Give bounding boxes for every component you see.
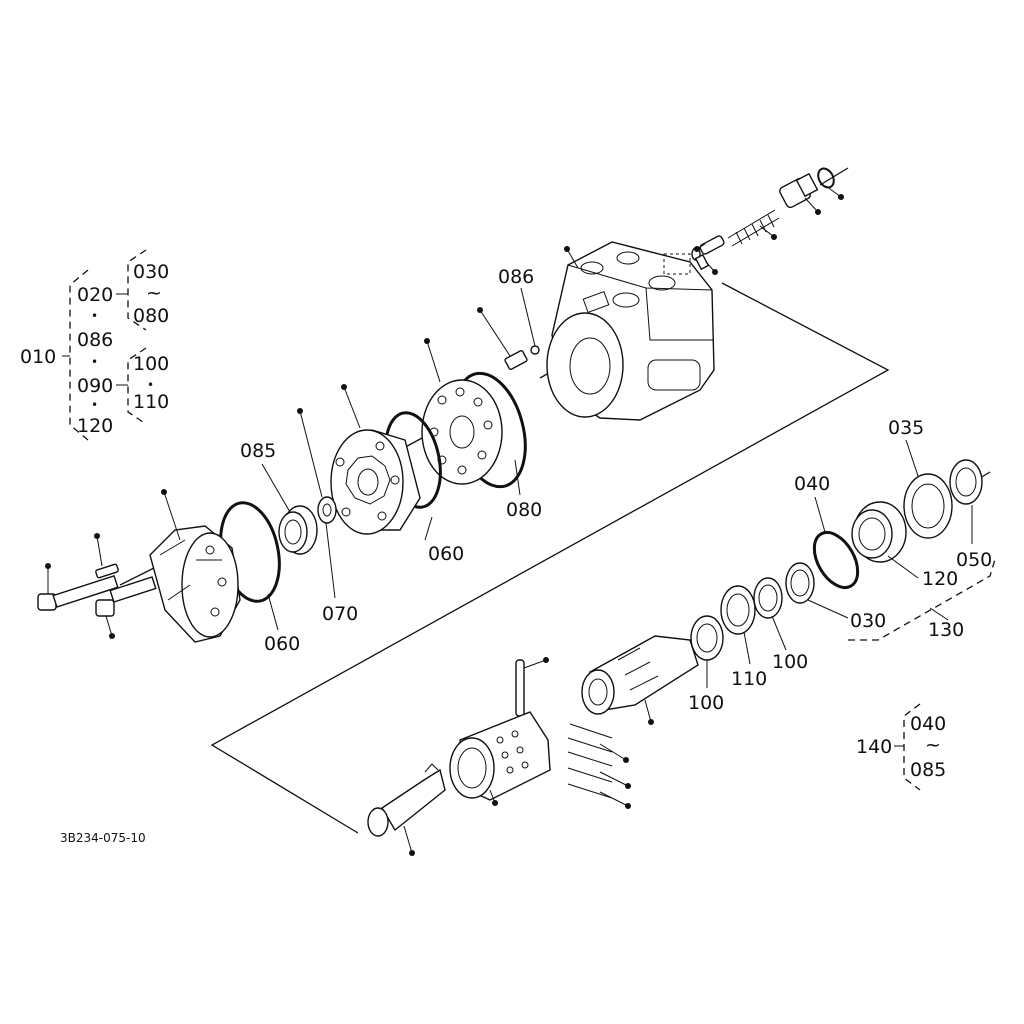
callout-labels: 086 085 070 060 060 080 035 040 050 120 … <box>60 266 992 845</box>
end-cap <box>149 525 241 643</box>
check-valve-parts <box>504 345 540 370</box>
callout-100-right: 100 <box>772 651 808 673</box>
callout-086: 086 <box>498 266 534 288</box>
group-140-tree: 140 040 ~ 085 <box>856 703 946 791</box>
callout-040: 040 <box>794 473 830 495</box>
callout-050: 050 <box>956 549 992 571</box>
callout-080: 080 <box>506 499 542 521</box>
callout-110: 110 <box>731 668 767 690</box>
spool-pin <box>515 659 525 717</box>
group-010-range-110: 110 <box>133 391 169 413</box>
group-140-root: 140 <box>856 736 892 758</box>
drive-shaft <box>367 763 446 837</box>
gerotor-set <box>330 429 421 535</box>
gear-ring-stack <box>690 459 983 661</box>
group-010-sub020: 020 <box>77 284 113 306</box>
callout-070: 070 <box>322 603 358 625</box>
bracket-130-tick <box>929 607 949 621</box>
group-010-dot3: • <box>91 398 98 412</box>
group-010-range-080: 080 <box>133 305 169 327</box>
group-010-tree: 010 020 030 ~ 080 • 086 • 090 100 • 110 … <box>20 249 169 441</box>
callout-120: 120 <box>922 568 958 590</box>
callout-035: 035 <box>888 417 924 439</box>
group-010-sub090: 090 <box>77 375 113 397</box>
group-010-dot1: • <box>91 309 98 323</box>
diagram-code: 3B234-075-10 <box>60 831 146 845</box>
group-010-dot-mid: • <box>147 378 154 392</box>
leader-lines <box>47 185 973 854</box>
group-010-range-030: 030 <box>133 261 169 283</box>
callout-030: 030 <box>850 610 886 632</box>
group-140-range-040: 040 <box>910 713 946 735</box>
callout-130: 130 <box>928 619 964 641</box>
seal-085 <box>278 505 318 555</box>
assembly-bracket-lines <box>119 167 991 834</box>
callout-100-left: 100 <box>688 692 724 714</box>
reference-dots <box>45 194 844 856</box>
spool-sleeve <box>581 635 699 715</box>
washer-070 <box>317 496 337 524</box>
group-010-item086: 086 <box>77 329 113 351</box>
group-140-range-tilde: ~ <box>925 734 941 756</box>
spool-cylinder <box>449 711 551 801</box>
group-010-range-tilde: ~ <box>146 282 162 304</box>
callout-060-lower: 060 <box>264 633 300 655</box>
group-010-range-100: 100 <box>133 353 169 375</box>
group-140-range-085: 085 <box>910 759 946 781</box>
group-010-item120: 120 <box>77 415 113 437</box>
relief-valve-assembly <box>691 167 835 271</box>
group-010-root: 010 <box>20 346 56 368</box>
distributor-plate <box>421 371 527 489</box>
centering-springs <box>567 723 613 799</box>
callout-085: 085 <box>240 440 276 462</box>
bolts-and-pin <box>37 563 157 617</box>
group-010-dot2: • <box>91 355 98 369</box>
callout-060-upper: 060 <box>428 543 464 565</box>
bracket-130 <box>848 555 997 641</box>
valve-housing <box>546 241 715 421</box>
